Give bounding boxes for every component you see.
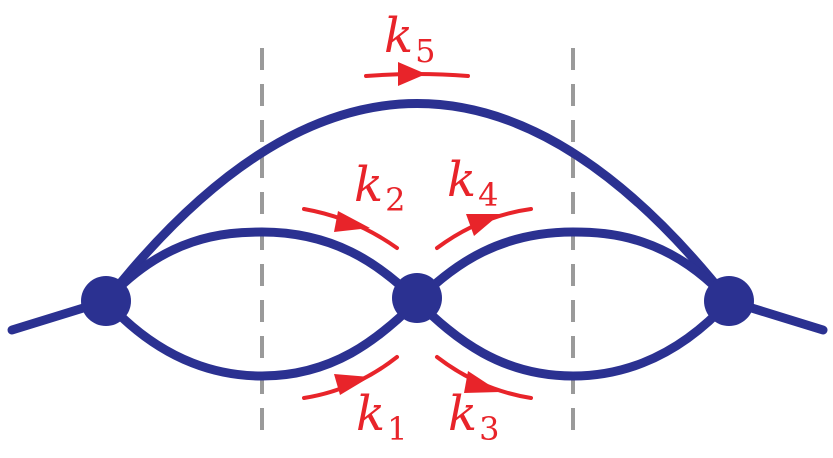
momentum-arrow-k2: [302, 207, 399, 250]
momentum-label-k2-sub: 2: [385, 181, 405, 219]
momentum-arrow-k3-head: [464, 371, 500, 393]
propagator-k2-arc: [101, 227, 422, 306]
momentum-arrow-k1: [302, 355, 399, 400]
vertex-right: [704, 276, 754, 326]
propagator-k5-arc: [101, 99, 734, 306]
momentum-label-k4-sub: 4: [478, 176, 498, 214]
momentum-label-k2-symbol: k: [354, 157, 383, 213]
momentum-label-k1-sub: 1: [387, 410, 407, 448]
momentum-arrow-k3: [435, 355, 533, 400]
momentum-label-k1: k1: [356, 386, 407, 448]
momentum-label-k5-sub: 5: [415, 32, 435, 70]
momentum-label-k3-sub: 3: [479, 410, 499, 448]
momentum-arrow-k2-head: [334, 211, 370, 232]
momentum-label-k5-symbol: k: [384, 8, 413, 64]
momentum-arrow-k1-head: [334, 374, 370, 395]
momentum-label-k4: k4: [447, 152, 498, 214]
momentum-arrow-k5: [364, 62, 470, 86]
momentum-arrow-k5-head: [398, 62, 426, 86]
vertex-left: [81, 276, 131, 326]
momentum-arrow-k4: [435, 207, 533, 250]
momentum-arrow-k4-head: [466, 214, 500, 236]
momentum-label-k1-symbol: k: [356, 386, 385, 442]
propagator-k4-arc: [412, 227, 734, 306]
momentum-label-k3: k3: [448, 386, 499, 448]
propagator-k1-arc: [101, 296, 422, 381]
momentum-label-k5: k5: [384, 8, 435, 70]
momentum-label-k2: k2: [354, 157, 405, 219]
vertex-center: [392, 273, 442, 323]
momentum-label-k3-symbol: k: [448, 386, 477, 442]
momentum-label-k4-symbol: k: [447, 152, 476, 208]
propagator-k3-arc: [412, 296, 734, 381]
